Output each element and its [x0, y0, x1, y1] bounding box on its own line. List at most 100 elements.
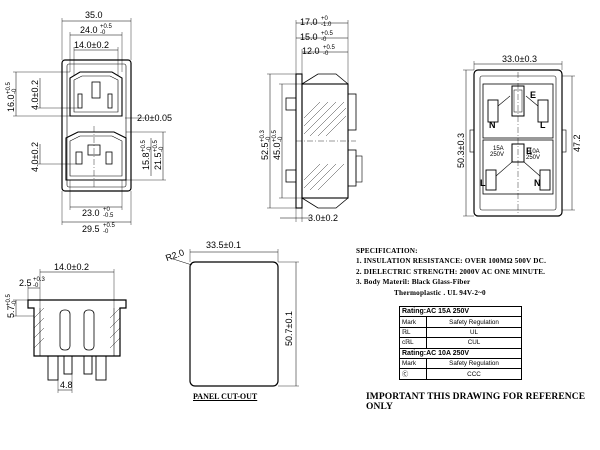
dim-front-top-inner: 24.0	[80, 25, 98, 35]
dim-front-bottom-23-tol-dn: -0.5	[103, 213, 114, 219]
ccc-value: CCC	[426, 368, 522, 380]
dim-front-top-inner-tol-dn: -0	[100, 30, 106, 36]
dim-side-15: 15.0	[300, 32, 318, 42]
rating-15a: Rating:AC 15A 250V	[399, 305, 522, 318]
dim-side-17-tol-dn: -1.0	[321, 22, 332, 28]
dim-bottom-2-5: 2.5	[19, 278, 32, 288]
dim-front-bottom-29-tol-dn: -0	[103, 229, 109, 235]
dim-side-45-tol-up: +0.5	[272, 129, 278, 142]
top-socket-inner	[73, 75, 119, 113]
front-view	[13, 18, 166, 225]
rear-rating-left-volts: 250V	[490, 152, 504, 158]
rear-label-e-top: E	[530, 90, 536, 100]
dim-panel-50-group: 50.7±0.1	[284, 311, 294, 346]
dim-panel-50: 50.7±0.1	[284, 311, 294, 346]
rear-n-top-terminal	[487, 99, 499, 123]
dim-rear-50-group: 50.3±0.3	[456, 133, 466, 168]
bottom-pin-right	[83, 309, 95, 351]
dim-bottom-14: 14.0±0.2	[54, 262, 89, 272]
dim-bottom-2-5-tol-dn: -0	[33, 283, 39, 289]
dim-side-52-tol-up: +0.3	[260, 129, 266, 142]
dim-bottom-5-7-tol-dn: -0	[12, 300, 18, 306]
dim-front-left-outer-tol-up: +0.5	[6, 81, 12, 94]
bottom-socket	[65, 131, 127, 181]
rear-label-n-top: N	[489, 120, 496, 130]
dim-side-17-tol-up: +0	[321, 16, 329, 22]
dim-side-12-tol-up: +0.5	[323, 45, 336, 51]
dim-front-bottom-29-tol-up: +0.5	[103, 223, 116, 229]
dim-front-right-21-group: 21.5 +0.5 -0	[153, 139, 165, 170]
front-outline	[61, 59, 132, 192]
mark-header-15a: Mark	[399, 316, 427, 328]
top-pin-e	[91, 81, 101, 99]
side-view	[267, 20, 363, 222]
rear-l-bot-terminal	[485, 169, 497, 191]
dim-panel-33: 33.5±0.1	[206, 240, 241, 250]
dim-front-left-low-group: 4.0±0.2	[30, 142, 40, 172]
top-pin-n	[107, 93, 113, 109]
rating-table: Rating:AC 15A 250V Mark Safety Regulatio…	[399, 305, 522, 380]
rear-label-n-bot: N	[534, 178, 541, 188]
dim-bottom-2-5-tol-up: +0.3	[33, 277, 46, 283]
dim-front-left-inner: 4.0±0.2	[30, 80, 40, 110]
bottom-pin-left	[59, 309, 71, 351]
bottom-view	[13, 269, 127, 393]
bottom-socket-inner	[69, 135, 123, 177]
cul-mark-icon: cℝL	[399, 337, 427, 349]
dim-side-45: 45.0	[272, 142, 282, 160]
dim-side-12: 12.0	[302, 46, 320, 56]
top-pin-l	[77, 93, 83, 109]
rear-rating-right-amps: 10A	[529, 149, 540, 155]
spec-line-2: 2. DIELECTRIC STRENGTH: 2000V AC ONE MIN…	[356, 267, 546, 276]
panel-cutout-caption: PANEL CUT-OUT	[193, 392, 258, 401]
dim-bottom-5-7-group: 5.7 +0.5 -0	[6, 293, 18, 318]
panel-cutout-outline	[189, 261, 279, 387]
reference-note: IMPORTANT THIS DRAWING FOR REFERENCE ONL…	[366, 392, 586, 412]
mark-header-10a: Mark	[399, 357, 427, 370]
dim-front-top-inner-tol-up: +0.5	[100, 24, 113, 30]
safety-header-10a: Safety Regulation	[426, 357, 522, 370]
dim-bottom-5-7-tol-up: +0.5	[6, 293, 12, 306]
panel-cutout-view	[169, 249, 299, 387]
bottom-body	[27, 299, 127, 357]
spec-line-3: 3. Body Materil: Black Glass-Fiber	[356, 278, 471, 287]
dim-panel-radius: R2.0	[164, 247, 185, 263]
ccc-mark-icon: Ⓒ	[399, 368, 427, 380]
dim-front-top-socket: 14.0±0.2	[74, 40, 109, 50]
dim-front-right-offset: 2.0±0.05	[137, 113, 172, 123]
dim-side-15-tol-up: +0.5	[321, 31, 334, 37]
rear-rating-right-volts: 250V	[526, 155, 540, 161]
dim-front-bottom-29: 29.5	[82, 224, 100, 234]
dim-front-left-outer: 16.0	[6, 94, 16, 112]
bottom-lead-1	[47, 355, 59, 381]
bottom-pin-l	[75, 151, 83, 165]
dim-front-width: 35.0	[85, 10, 103, 20]
dim-bottom-5-7: 5.7	[6, 305, 16, 318]
dim-side-52: 52.5	[260, 142, 270, 160]
front-inner-outline	[66, 63, 127, 188]
dim-rear-47: 47.2	[572, 134, 582, 152]
dim-side-52-group: 52.5 +0.3 -0	[260, 129, 272, 160]
dim-rear-33: 33.0±0.3	[502, 54, 537, 64]
rear-n-bot-terminal	[539, 169, 551, 191]
rear-l-top-terminal	[537, 99, 549, 123]
safety-header-15a: Safety Regulation	[426, 316, 522, 328]
spec-line-4: Thermoplastic . UL 94V-2~0	[394, 288, 486, 297]
rating-10a: Rating:AC 10A 250V	[399, 347, 522, 359]
dim-side-12-tol-dn: -0	[323, 51, 329, 57]
dim-bottom-4-8: 4.8	[60, 380, 73, 390]
ul-mark-icon: ℝL	[399, 326, 427, 339]
rear-label-l-top: L	[540, 120, 546, 130]
dim-front-bottom-23: 23.0	[82, 208, 100, 218]
dim-side-45-tol-dn: -0	[278, 136, 284, 142]
dim-front-left-low: 4.0±0.2	[30, 142, 40, 172]
spec-title: SPECIFICATION:	[356, 247, 418, 255]
rear-view	[463, 61, 575, 217]
dim-side-17: 17.0	[300, 17, 318, 27]
dim-front-left-inner-group: 4.0±0.2	[30, 80, 40, 110]
spec-line-1: 1. INSULATION RESISTANCE: OVER 100MΩ 500…	[356, 257, 547, 266]
bottom-lead-2	[95, 355, 107, 381]
dim-front-bottom-23-tol-up: +0	[103, 207, 111, 213]
